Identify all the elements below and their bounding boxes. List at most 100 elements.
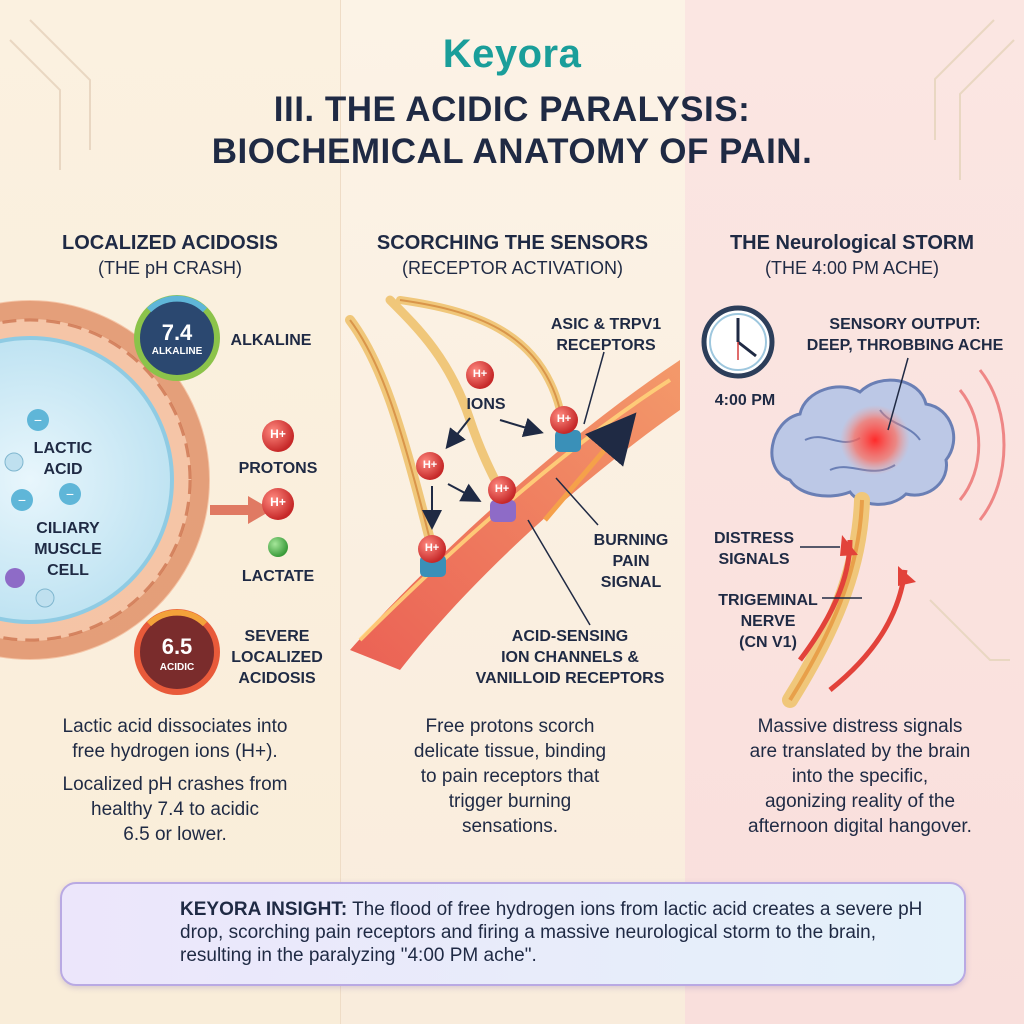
label-distress-signals: DISTRESS SIGNALS (704, 528, 804, 570)
column-subheading-acidosis: (THE pH CRASH) (97, 258, 242, 278)
proton-symbol: H+ (472, 368, 488, 380)
label-channels-line: VANILLOID RECEPTORS (475, 670, 665, 687)
label-lactic-acid: LACTIC ACID (18, 438, 108, 480)
column-heading-acidosis: LOCALIZED ACIDOSIS (62, 232, 278, 254)
label-ciliary-line: MUSCLE (34, 541, 102, 558)
proton-symbol: H+ (424, 542, 440, 554)
brand-logo: Keyora (442, 32, 582, 76)
body-line: agonizing reality of the (764, 791, 956, 812)
body-line: healthy 7.4 to acidic (91, 799, 259, 820)
ph-gauge-acidic-caption: ACIDIC (159, 662, 195, 673)
proton-symbol: H+ (270, 427, 286, 441)
column-body-sensors: Free protons scorch delicate tissue, bin… (360, 714, 660, 839)
label-severe-acidosis: SEVERE LOCALIZED ACIDOSIS (222, 626, 332, 689)
page-title-line-1: III. THE ACIDIC PARALYSIS: (273, 90, 751, 129)
body-line: afternoon digital hangover. (748, 816, 972, 837)
signal-waves (958, 369, 1006, 521)
proton-ball (418, 535, 446, 563)
label-sensory-line: SENSORY OUTPUT: (829, 316, 981, 333)
ph-gauge-acidic-value: 6.5 (161, 634, 193, 659)
arrow-head (898, 566, 916, 586)
label-burning-line: SIGNAL (600, 574, 662, 591)
proton-symbol: H+ (494, 483, 510, 495)
body-line: trigger burning (448, 791, 572, 812)
label-lactic-acid-line: ACID (43, 461, 83, 478)
column-body-acidosis: Lactic acid dissociates into free hydrog… (20, 714, 330, 847)
label-ciliary-muscle-cell: CILIARY MUSCLE CELL (18, 518, 118, 581)
proton-ball (262, 488, 294, 520)
label-time: 4:00 PM (714, 392, 776, 409)
label-distress-line: SIGNALS (718, 551, 790, 568)
ph-gauge-alkaline-value: 7.4 (161, 320, 193, 345)
circuit-decoration (9, 19, 1015, 661)
body-line: sensations. (461, 816, 559, 837)
column-heading-storm: THE Neurological STORM (729, 232, 975, 254)
cell-arrow-head (248, 496, 272, 524)
lactate-ball (268, 537, 288, 557)
body-line: Free protons scorch (425, 716, 595, 737)
label-trigeminal-nerve: TRIGEMINAL NERVE (CN V1) (708, 590, 828, 653)
svg-text:−: − (66, 486, 74, 502)
body-line: to pain receptors that (420, 766, 600, 787)
body-line: 6.5 or lower. (123, 824, 227, 845)
svg-text:−: − (34, 412, 42, 428)
label-severe-line: ACIDOSIS (238, 670, 316, 687)
label-burning-line: PAIN (612, 553, 650, 570)
label-asic-line: RECEPTORS (556, 337, 656, 354)
column-body-storm: Massive distress signals are translated … (700, 714, 1020, 839)
label-asic-trpv1: ASIC & TRPV1 RECEPTORS (536, 314, 676, 356)
proton-symbol: H+ (270, 495, 286, 509)
ciliary-muscle-cell-illustration: − − − (0, 300, 210, 660)
label-ciliary-line: CELL (47, 562, 89, 579)
label-acid-sensing-channels: ACID-SENSING ION CHANNELS & VANILLOID RE… (460, 626, 680, 689)
body-line: are translated by the brain (749, 741, 971, 762)
proton-ball (488, 476, 516, 504)
label-asic-line: ASIC & TRPV1 (550, 316, 662, 333)
body-line: Lactic acid dissociates into (62, 716, 288, 737)
column-subheading-storm: (THE 4:00 PM ACHE) (764, 258, 940, 278)
ion-arrows (422, 417, 544, 530)
ph-gauge-alkaline (134, 295, 220, 381)
label-burning-pain-signal: BURNING PAIN SIGNAL (586, 530, 676, 593)
body-line: free hydrogen ions (H+). (72, 741, 278, 762)
label-lactic-acid-line: LACTIC (33, 440, 93, 457)
proton-symbol: H+ (556, 413, 572, 425)
body-line: into the specific, (791, 766, 929, 787)
label-ciliary-line: CILIARY (36, 520, 100, 537)
insight-body: The flood of free hydrogen ions from lac… (180, 899, 923, 966)
body-line: Massive distress signals (757, 716, 963, 737)
label-trigeminal-line: NERVE (740, 613, 796, 630)
label-channels-line: ION CHANNELS & (501, 649, 639, 666)
label-leaders (527, 351, 605, 626)
label-trigeminal-line: (CN V1) (739, 634, 797, 651)
insight-box (60, 882, 966, 986)
proton-symbol: H+ (422, 459, 438, 471)
label-sensory-output: SENSORY OUTPUT: DEEP, THROBBING ACHE (800, 314, 1010, 356)
label-distress-line: DISTRESS (713, 530, 794, 547)
proton-ball (466, 361, 494, 389)
label-alkaline: ALKALINE (230, 332, 312, 349)
label-severe-line: SEVERE (244, 628, 310, 645)
arrow-head (840, 535, 858, 556)
proton-ball (416, 452, 444, 480)
insight-label: KEYORA INSIGHT: (180, 899, 348, 920)
clock-icon (701, 305, 775, 379)
label-trigeminal-line: TRIGEMINAL (718, 592, 818, 609)
body-line: Localized pH crashes from (62, 774, 288, 795)
label-ions: IONS (466, 396, 506, 413)
label-sensory-line: DEEP, THROBBING ACHE (806, 337, 1004, 354)
page-title-line-2: BIOCHEMICAL ANATOMY OF PAIN. (211, 132, 813, 171)
label-burning-line: BURNING (593, 532, 669, 549)
label-protons: PROTONS (238, 460, 318, 477)
label-severe-line: LOCALIZED (231, 649, 323, 666)
proton-ball (262, 420, 294, 452)
label-lactate: LACTATE (241, 568, 315, 585)
ph-gauge-alkaline-caption: ALKALINE (151, 346, 203, 357)
label-channels-line: ACID-SENSING (511, 628, 629, 645)
svg-text:−: − (18, 492, 26, 508)
body-line: delicate tissue, binding (413, 741, 607, 762)
column-subheading-sensors: (RECEPTOR ACTIVATION) (401, 258, 624, 278)
insight-text: KEYORA INSIGHT: The flood of free hydrog… (180, 898, 940, 967)
brain-illustration (770, 378, 956, 708)
